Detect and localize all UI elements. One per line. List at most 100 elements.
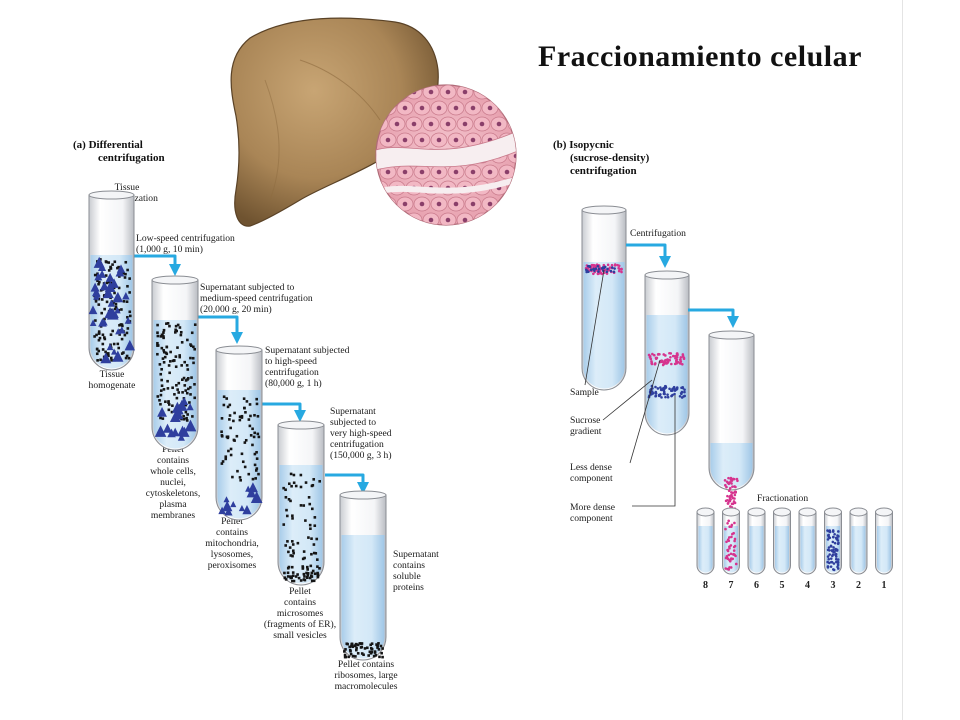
svg-text:microsomes: microsomes [277, 608, 324, 619]
fraction-tube-7 [722, 507, 740, 575]
svg-text:peroxisomes: peroxisomes [208, 560, 257, 571]
tube-pellet2 [215, 345, 263, 521]
svg-text:Supernatant subjected to: Supernatant subjected to [200, 282, 295, 293]
pellet2-label: Pellet contains mitochondria, lysosomes,… [205, 516, 259, 571]
svg-text:component: component [570, 473, 613, 484]
svg-text:Supernatant subjected: Supernatant subjected [265, 345, 350, 356]
panel-a-header: (a) Differential centrifugation [73, 139, 165, 164]
sample-label: Sample [570, 269, 605, 398]
fraction-tube-2 [849, 507, 868, 575]
svg-text:whole cells,: whole cells, [150, 466, 196, 477]
svg-text:Sample: Sample [570, 387, 599, 398]
tissue-homogenate-label: Tissue homogenate [89, 369, 136, 391]
fraction-tube-1 [875, 507, 893, 575]
svg-text:proteins: proteins [393, 582, 424, 593]
svg-text:Tissue: Tissue [115, 182, 140, 193]
svg-text:to high-speed: to high-speed [265, 356, 317, 367]
panel-a-arrows [134, 254, 369, 494]
svg-text:contains: contains [157, 455, 189, 466]
svg-text:Less dense: Less dense [570, 462, 612, 473]
svg-text:subjected to: subjected to [330, 417, 376, 428]
tube-fractionation [708, 330, 755, 497]
tube-pellet1 [151, 275, 199, 451]
fraction-number-7: 7 [729, 580, 734, 591]
liver-illustration [230, 17, 439, 227]
svg-text:ribosomes, large: ribosomes, large [334, 670, 397, 681]
svg-text:Sucrose: Sucrose [570, 415, 600, 426]
arrow-step4 [325, 473, 369, 494]
panel-b-title-line1: (b) Isopycnic [553, 139, 614, 151]
less-dense-label: Less dense component [570, 359, 661, 484]
svg-text:contains: contains [393, 560, 425, 571]
step2-label: Supernatant subjected to medium-speed ce… [200, 282, 313, 315]
panel-a-title-line2: centrifugation [98, 152, 165, 164]
svg-text:(80,000 g, 1 h): (80,000 g, 1 h) [265, 378, 322, 389]
svg-text:mitochondria,: mitochondria, [205, 538, 259, 549]
fraction-number-8: 8 [703, 580, 708, 591]
right-edge-divider [902, 0, 903, 720]
panel-b-title-line3: centrifugation [570, 165, 637, 177]
svg-text:homogenate: homogenate [89, 380, 136, 391]
fractionation-label: Fractionation [757, 493, 808, 504]
svg-text:Low-speed centrifugation: Low-speed centrifugation [136, 233, 235, 244]
svg-text:(1,000 g, 10 min): (1,000 g, 10 min) [136, 244, 203, 255]
tube-pellet3 [277, 420, 325, 586]
svg-text:(20,000 g, 20 min): (20,000 g, 20 min) [200, 304, 272, 315]
panel-b-header: (b) Isopycnic (sucrose-density) centrifu… [553, 139, 650, 177]
panel-b-arrows [626, 243, 739, 328]
tube-pellet4 [339, 490, 387, 661]
arrow-to-third-tube [688, 308, 739, 328]
fraction-number-4: 4 [805, 580, 810, 591]
pellet4-label: Pellet contains ribosomes, large macromo… [334, 659, 397, 692]
svg-text:cytoskeletons,: cytoskeletons, [146, 488, 201, 499]
step1-label: Low-speed centrifugation (1,000 g, 10 mi… [136, 233, 235, 255]
tube-sample [581, 205, 627, 391]
fraction-tube-5 [773, 507, 791, 575]
more-dense-label: More dense component [570, 395, 676, 524]
fraction-number-2: 2 [856, 580, 861, 591]
fraction-tube-4 [798, 507, 817, 575]
svg-text:component: component [570, 513, 613, 524]
pellet1-label: Pellet contains whole cells, nuclei, cyt… [146, 444, 201, 521]
svg-text:membranes: membranes [151, 510, 195, 521]
fraction-tube-6 [747, 507, 766, 575]
svg-text:very high-speed: very high-speed [330, 428, 392, 439]
svg-text:gradient: gradient [570, 426, 602, 437]
svg-text:Tissue: Tissue [100, 369, 125, 380]
step4-label: Supernatant subjected to very high-speed… [330, 406, 392, 461]
svg-text:Pellet: Pellet [221, 516, 243, 527]
svg-text:plasma: plasma [159, 499, 187, 510]
svg-text:More dense: More dense [570, 502, 615, 513]
svg-text:Supernatant: Supernatant [393, 549, 439, 560]
pellet3-label: Pellet contains microsomes (fragments of… [264, 586, 336, 641]
svg-text:nuclei,: nuclei, [160, 477, 186, 488]
arrow-step2 [198, 315, 243, 344]
svg-text:lysosomes,: lysosomes, [211, 549, 253, 560]
svg-text:contains: contains [284, 597, 316, 608]
svg-text:Pellet contains: Pellet contains [338, 659, 394, 670]
svg-text:(150,000 g, 3 h): (150,000 g, 3 h) [330, 450, 392, 461]
svg-text:centrifugation: centrifugation [265, 367, 319, 378]
svg-text:medium-speed centrifugation: medium-speed centrifugation [200, 293, 313, 304]
arrow-step3 [262, 402, 306, 422]
fraction-number-3: 3 [831, 580, 836, 591]
svg-text:soluble: soluble [393, 571, 421, 582]
arrow-centrifugation [626, 243, 671, 268]
svg-text:Supernatant: Supernatant [330, 406, 376, 417]
tube-tissue-homogenate [88, 190, 136, 371]
panel-a-title-line1: (a) Differential [73, 139, 143, 151]
svg-text:(fragments of ER),: (fragments of ER), [264, 619, 336, 630]
supernatant-final-label: Supernatant contains soluble proteins [393, 549, 439, 593]
step3-label: Supernatant subjected to high-speed cent… [265, 345, 350, 389]
svg-text:contains: contains [216, 527, 248, 538]
fraction-tube-3 [824, 507, 842, 575]
svg-text:Pellet: Pellet [289, 586, 311, 597]
svg-text:macromolecules: macromolecules [335, 681, 398, 692]
tube-sucrose-gradient [644, 270, 690, 436]
fraction-number-5: 5 [780, 580, 785, 591]
arrow-step1 [134, 254, 181, 276]
liver-tissue-magnification [375, 84, 517, 226]
fraction-number-1: 1 [882, 580, 887, 591]
centrifugation-label: Centrifugation [630, 228, 686, 239]
